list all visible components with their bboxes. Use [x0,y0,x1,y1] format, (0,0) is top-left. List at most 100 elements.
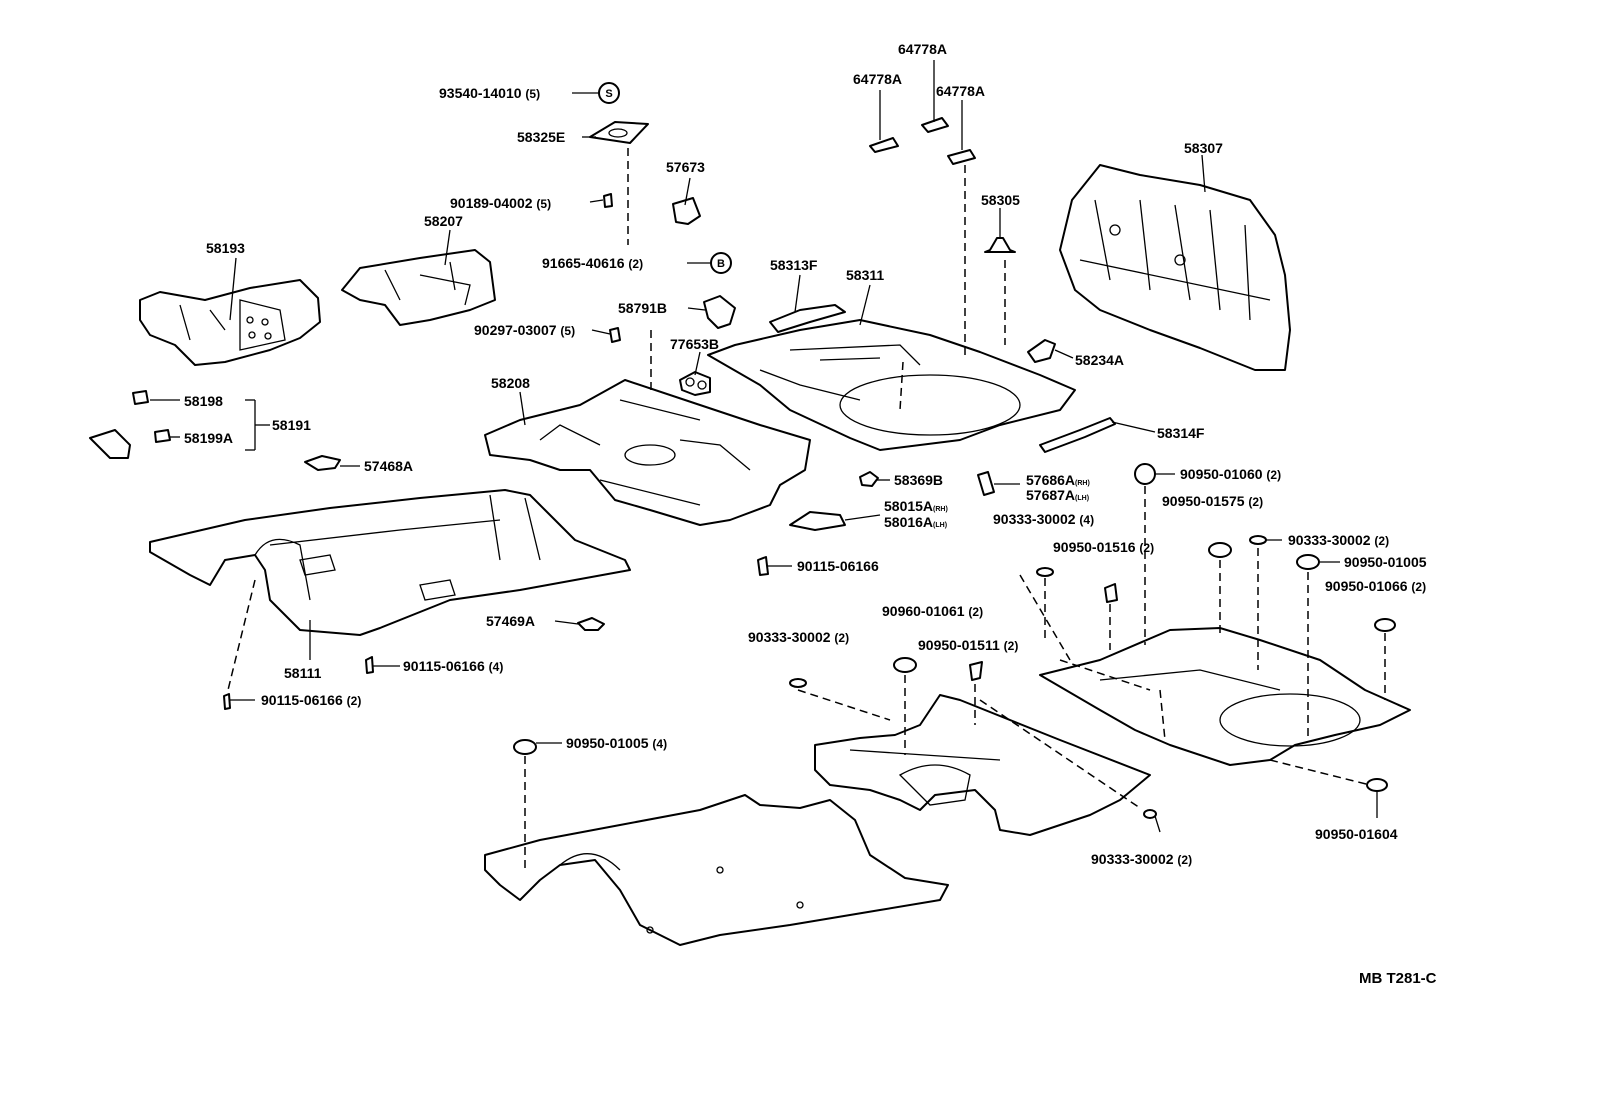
label-90333-c: 90333-30002 [748,629,831,645]
svg-text:90950-01575 (2): 90950-01575 (2) [1162,493,1263,509]
assembly-lines [227,148,1386,870]
part-58791B-shape [703,295,736,329]
svg-text:91665-40616 (2): 91665-40616 (2) [542,255,643,271]
label-58325E: 58325E [517,129,565,145]
part-58207-shape [341,249,496,326]
part-labels: 93540-14010 (5) 58325E 90189-04002 (5) 5… [184,41,1437,987]
label-58208: 58208 [491,375,530,391]
label-90950-01066: 90950-01066 [1325,578,1408,594]
svg-text:90950-01060 (2): 90950-01060 (2) [1180,466,1281,482]
label-90950-01511: 90950-01511 [918,637,1000,653]
label-90950-01005-b: 90950-01005 [566,735,649,751]
label-90189: 90189-04002 [450,195,533,211]
diagram-code: MB T281-C [1359,970,1437,987]
part-58015A-shape [789,511,846,531]
carpet-rear-shape [1039,627,1411,766]
label-58111: 58111 [284,665,322,681]
label-90115-a: 90115-06166 [797,558,879,574]
svg-text:B: B [717,258,725,270]
label-58234A: 58234A [1075,352,1124,368]
svg-text:90333-30002 (2): 90333-30002 (2) [1288,532,1389,548]
part-57469A-shape [577,617,605,631]
svg-text:90333-30002 (2): 90333-30002 (2) [1091,851,1192,867]
svg-text:90950-01516 (2): 90950-01516 (2) [1053,539,1154,555]
svg-text:58015A(RH): 58015A(RH) [884,498,948,514]
carpet-front-shape [484,794,949,946]
label-90950-01516: 90950-01516 [1053,539,1136,555]
label-57673: 57673 [666,159,705,175]
part-57673-shape [672,197,701,225]
svg-text:57687A(LH): 57687A(LH) [1026,487,1089,503]
label-58369B: 58369B [894,472,943,488]
label-58191: 58191 [272,417,311,433]
label-90333-d: 90333-30002 [1091,851,1174,867]
label-90333-b: 90333-30002 [1288,532,1371,548]
part-58198-58199A-shapes [89,390,171,459]
part-58234A-shape [1027,339,1056,363]
label-58015A: 58015A [884,498,933,514]
svg-text:90333-30002 (4): 90333-30002 (4) [993,511,1094,527]
part-58208-shape [484,379,811,526]
part-58307-shape [1059,164,1291,371]
label-58314F: 58314F [1157,425,1205,441]
label-90950-01060: 90950-01060 [1180,466,1263,482]
svg-text:90297-03007 (5): 90297-03007 (5) [474,322,575,338]
label-57468A: 57468A [364,458,413,474]
svg-text:57686A(RH): 57686A(RH) [1026,472,1090,488]
label-90950-01005-a: 90950-01005 [1344,554,1427,570]
part-58193-shape [139,279,321,366]
label-58016A: 58016A [884,514,933,530]
label-90950-01604: 90950-01604 [1315,826,1398,842]
part-77653B-shape [679,371,711,396]
label-90115-c: 90115-06166 [261,692,343,708]
part-64778A-pads [869,117,976,165]
label-77653B: 77653B [670,336,719,352]
svg-text:90950-01066 (2): 90950-01066 (2) [1325,578,1426,594]
label-58199A: 58199A [184,430,233,446]
label-58207: 58207 [424,213,463,229]
label-57469A: 57469A [486,613,535,629]
label-58193: 58193 [206,240,245,256]
label-58313F: 58313F [770,257,818,273]
svg-text:58016A(LH): 58016A(LH) [884,514,947,530]
part-58305-shape [984,237,1016,253]
carpet-middle-shape [814,694,1151,836]
part-58314F-shape [1039,417,1116,453]
svg-text:90333-30002 (2): 90333-30002 (2) [748,629,849,645]
part-57468A-shape [304,455,341,471]
part-58111-shape [149,489,631,636]
label-58311: 58311 [846,267,884,283]
part-58313F-shape [769,304,846,333]
svg-text:90115-06166 (4): 90115-06166 (4) [403,658,503,674]
label-58307: 58307 [1184,140,1223,156]
label-64778A-right: 64778A [936,83,985,99]
svg-text:90189-04002 (5): 90189-04002 (5) [450,195,551,211]
symbol-s-marker: S [598,82,620,104]
label-90333-a: 90333-30002 [993,511,1076,527]
part-57686A-shape [977,471,995,496]
part-58311-shape [707,319,1076,451]
label-57687A: 57687A [1026,487,1075,503]
svg-text:S: S [605,88,612,100]
part-58369B-shape [859,471,879,487]
label-57686A: 57686A [1026,472,1075,488]
svg-text:90115-06166 (2): 90115-06166 (2) [261,692,361,708]
label-91665: 91665-40616 [542,255,625,271]
label-90115-b: 90115-06166 [403,658,485,674]
label-64778A-top: 64778A [898,41,947,57]
leader-lines [150,60,1378,833]
label-58198: 58198 [184,393,223,409]
symbol-b-marker: B [710,252,732,274]
svg-text:90950-01511 (2): 90950-01511 (2) [918,637,1018,653]
label-90960-01061: 90960-01061 [882,603,965,619]
label-93540: 93540-14010 [439,85,522,101]
svg-text:90960-01061 (2): 90960-01061 (2) [882,603,983,619]
label-90297: 90297-03007 [474,322,557,338]
label-64778A-left: 64778A [853,71,902,87]
svg-text:90950-01005 (4): 90950-01005 (4) [566,735,667,751]
label-58791B: 58791B [618,300,667,316]
part-58325E-shape [589,121,649,144]
label-58305: 58305 [981,192,1020,208]
svg-text:93540-14010 (5): 93540-14010 (5) [439,85,540,101]
